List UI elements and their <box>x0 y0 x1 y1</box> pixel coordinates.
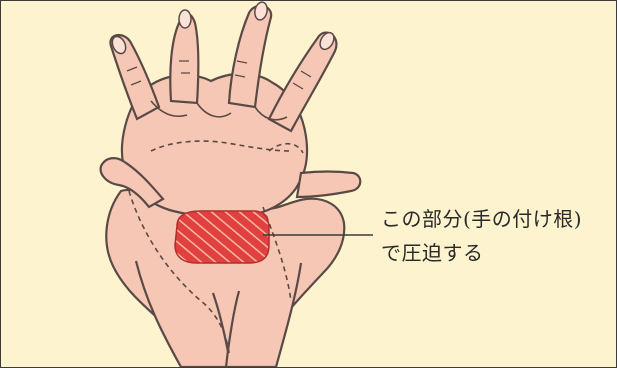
compression-area <box>174 210 270 264</box>
nail-ring <box>319 31 335 51</box>
nail-middle <box>254 1 268 21</box>
knuckle-lines <box>126 60 312 90</box>
nail-pinky <box>111 35 127 55</box>
thumb-right <box>295 170 362 199</box>
left-wrist <box>134 260 233 367</box>
thumb-left <box>99 157 165 209</box>
instruction-line-1: この部分(手の付け根) <box>381 207 583 231</box>
instruction-line-2: で圧迫する <box>381 241 484 265</box>
nail-index <box>178 9 192 29</box>
compression-instruction: この部分(手の付け根) で圧迫する <box>381 202 582 270</box>
right-wrist <box>224 262 303 367</box>
interlocked-fingers <box>150 100 288 121</box>
finger-pinky <box>109 34 161 121</box>
hidden-lower-fingers <box>150 140 304 154</box>
